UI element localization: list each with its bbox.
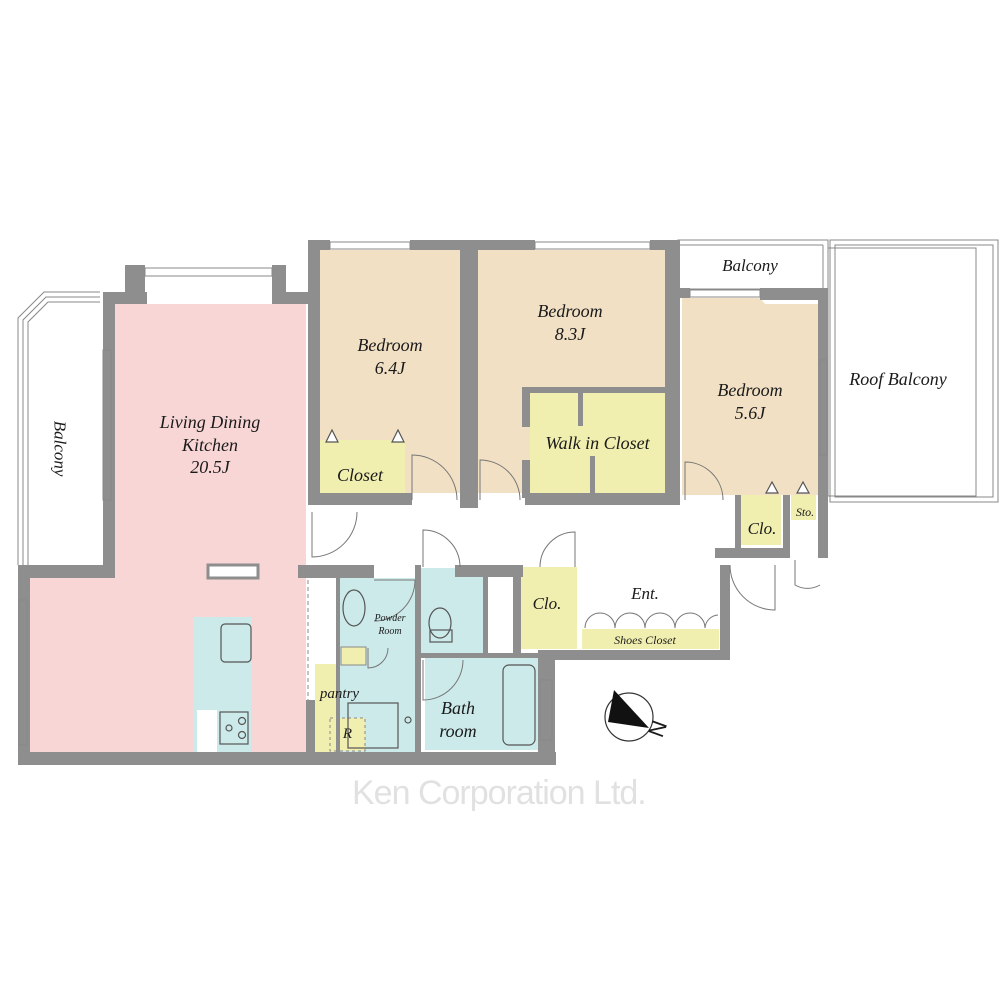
compass-icon [604,690,654,742]
shoes-closet-label: Shoes Closet [614,633,676,647]
powder-room-label: Powder Room [368,613,412,638]
storage-label: Sto. [795,505,815,519]
balcony-left-label: Balcony [50,420,70,477]
clo-entrance-label: Clo. [532,594,562,613]
fridge-space [197,710,217,752]
powder-room-line1: Powder [374,613,406,624]
balcony-top-label: Balcony [722,256,778,275]
walk-in-closet-label: Walk in Closet [545,433,650,453]
pantry-label: pantry [319,686,360,702]
clo-entrance-floor [520,567,577,649]
clo-bedroom3-label: Clo. [747,519,777,538]
bedroom2-name: Bedroom [537,301,603,321]
bedroom3-label: Bedroom 5.6J [700,379,800,424]
ldk-name-line1: Living Dining [159,412,261,432]
washer-icon [347,702,399,749]
powder-room-line2: Room [378,625,402,637]
ldk-label: Living Dining Kitchen 20.5J [145,411,275,479]
bath-line2: room [439,720,477,741]
bedroom2-size: 8.3J [554,323,586,344]
bedroom3-name: Bedroom [717,380,783,400]
ldk-floor [30,304,306,752]
washbasin-icon [342,589,366,627]
bath-label: Bath room [418,697,498,742]
bath-line1: Bath [441,698,475,718]
watermark: Ken Corporation Ltd. [352,774,647,812]
closet-label: Closet [336,465,383,485]
storage-floor [791,495,816,520]
toilet-icon [428,607,452,639]
bedroom3-floor [682,298,818,495]
balcony-left [17,291,100,565]
bedroom1-name: Bedroom [357,335,423,355]
sink-icon [220,623,252,663]
bedroom2-label: Bedroom 8.3J [520,300,620,345]
bathtub-icon [502,664,536,746]
bedroom3-size: 5.6J [734,402,766,423]
clo-bedroom3-floor [741,495,781,545]
bedroom1-size: 6.4J [374,357,406,378]
powder-small-closet [340,646,367,666]
bath-floor [425,657,538,750]
doors [311,454,821,701]
walls [18,240,828,765]
shoes-closet-floor [582,629,719,649]
windows [18,241,828,746]
roof-balcony-label: Roof Balcony [849,369,947,389]
closet-floor [320,440,405,493]
walk-in-closet-floor [530,393,665,493]
ldk-name-line2: Kitchen [182,434,238,455]
fixtures [219,428,811,749]
stove-icon [219,711,249,745]
refrigerator-label: R [342,726,353,742]
entrance-label: Ent. [631,584,659,603]
bedroom1-label: Bedroom 6.4J [340,334,440,379]
ldk-size: 20.5J [190,457,230,477]
